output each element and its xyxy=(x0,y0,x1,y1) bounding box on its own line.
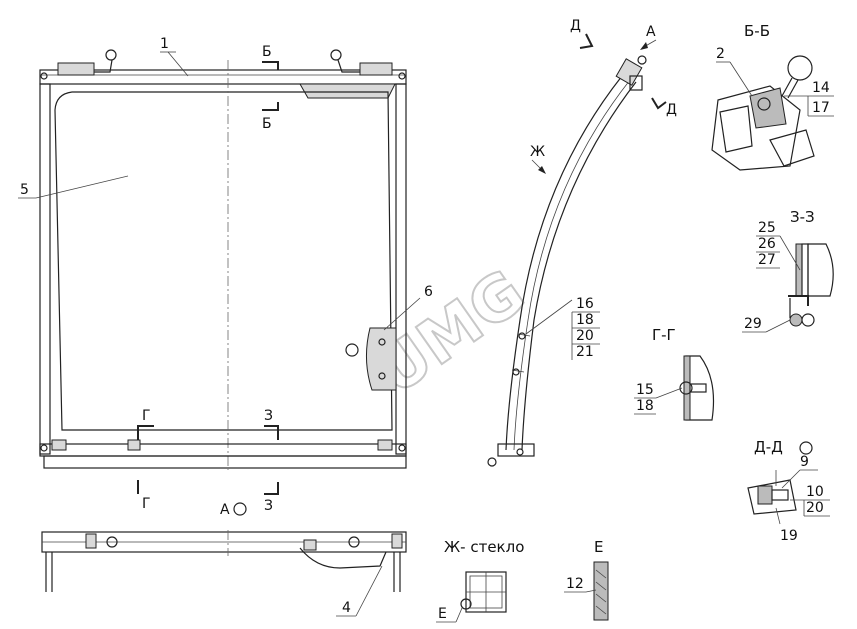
section-mark-g-bottom: Г xyxy=(142,496,151,512)
section-mark-z-bottom: З xyxy=(264,498,273,514)
section-gg-title: Г-Г xyxy=(652,326,676,344)
bb-callout-17: 17 xyxy=(812,100,830,116)
side-callout-18: 18 xyxy=(576,312,594,328)
section-zz-title: З-З xyxy=(790,208,815,226)
detail-e: Е 12 xyxy=(564,538,609,621)
section-bb: Б-Б 2 14 17 xyxy=(711,22,834,171)
bottom-view: 4 xyxy=(41,530,407,617)
dd-callout-19: 19 xyxy=(780,528,798,544)
view-a-label: А xyxy=(220,502,230,518)
bb-callout-14: 14 xyxy=(812,80,830,96)
side-curved-view: А Д Д Ж 16 18 20 21 xyxy=(487,18,677,467)
zz-callout-29: 29 xyxy=(744,316,762,332)
section-mark-g-top: Г xyxy=(142,408,151,424)
section-mark-b-top: Б xyxy=(262,44,272,60)
zz-callout-27: 27 xyxy=(758,252,776,268)
gg-callout-15: 15 xyxy=(636,382,654,398)
zz-callout-25: 25 xyxy=(758,220,776,236)
dd-callout-20: 20 xyxy=(806,500,824,516)
zz-callout-26: 26 xyxy=(758,236,776,252)
callout-6: 6 xyxy=(424,284,433,300)
arrow-d-top-label: Д xyxy=(570,18,581,34)
callout-1: 1 xyxy=(160,36,169,52)
callout-4: 4 xyxy=(342,600,351,616)
detail-e-title: Е xyxy=(594,538,603,556)
zh-callout-e: Е xyxy=(438,606,447,622)
section-dd-title: Д-Д xyxy=(754,438,783,456)
bb-callout-2: 2 xyxy=(716,46,725,62)
side-callout-20: 20 xyxy=(576,328,594,344)
detail-e-callout-12: 12 xyxy=(566,576,584,592)
section-zz: З-З 25 26 27 29 xyxy=(742,208,834,333)
main-front-view: 1 5 6 Б Б Г Г З З xyxy=(18,36,433,514)
section-bb-title: Б-Б xyxy=(744,22,770,40)
arrow-zh-label: Ж xyxy=(530,144,545,160)
gg-callout-18: 18 xyxy=(636,398,654,414)
arrow-d-right-label: Д xyxy=(666,102,677,118)
section-zh-glass: Ж- стекло Е xyxy=(436,538,524,623)
dd-callout-9: 9 xyxy=(800,454,809,470)
dd-callout-10: 10 xyxy=(806,484,824,500)
side-callout-16: 16 xyxy=(576,296,594,312)
section-mark-b-bottom: Б xyxy=(262,116,272,132)
callout-5: 5 xyxy=(20,182,29,198)
arrow-a-label: А xyxy=(646,24,656,40)
section-dd: Д-Д 9 10 20 19 xyxy=(747,438,830,544)
section-mark-z-top: З xyxy=(264,408,273,424)
section-gg: Г-Г 15 18 xyxy=(634,326,715,421)
side-callout-21: 21 xyxy=(576,344,594,360)
view-a-marker: А xyxy=(220,502,247,518)
section-zh-title: Ж- стекло xyxy=(444,538,524,556)
